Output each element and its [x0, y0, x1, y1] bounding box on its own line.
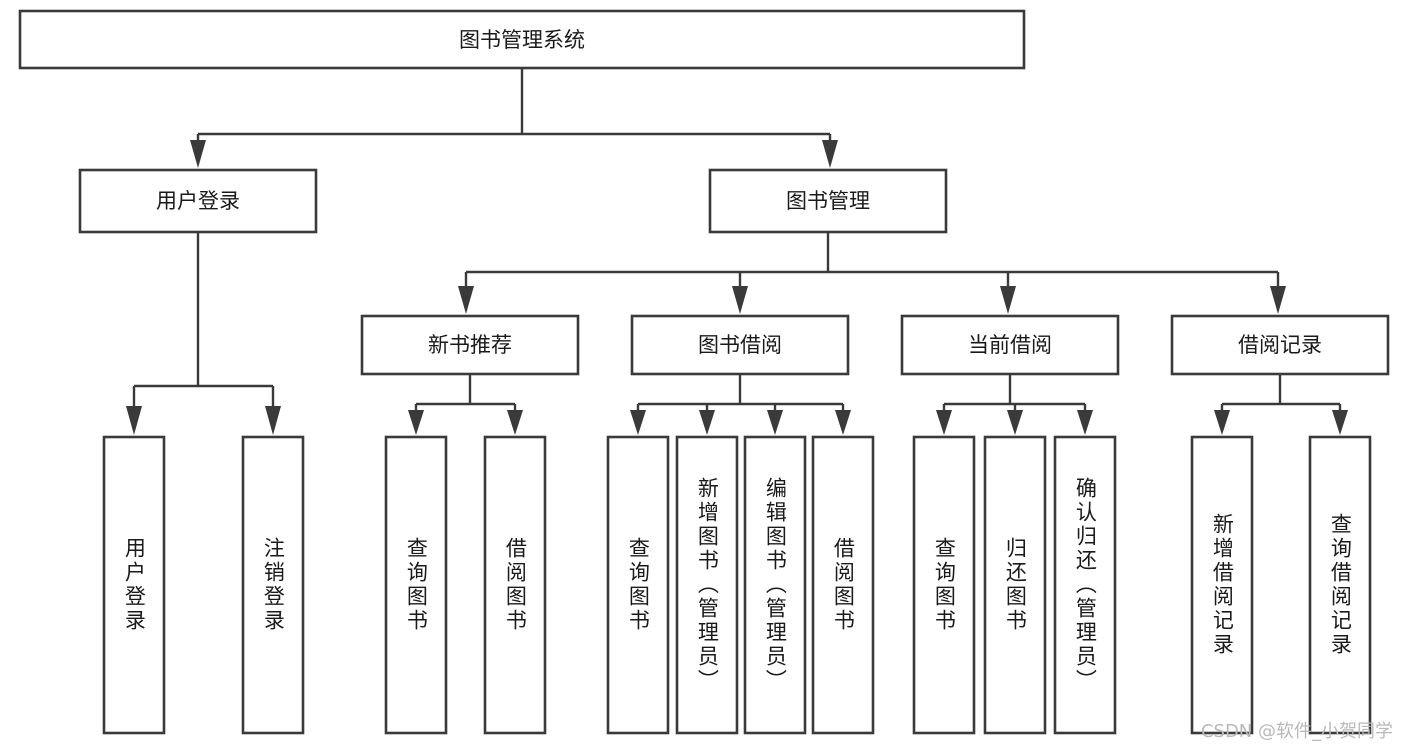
arrowhead-ul-to-leaf-logout-login — [265, 406, 281, 435]
node-root-label: 图书管理系统 — [459, 28, 585, 52]
arrowhead-bm-to-book-borrow — [732, 286, 748, 314]
node-book-borrow-label: 图书借阅 — [698, 333, 782, 357]
arrowhead-root-to-user-login — [190, 140, 206, 168]
connector-group-new-book-recommend — [408, 374, 523, 435]
arrowhead-br-to-query-record — [1332, 410, 1348, 435]
leaf-box-borrow-book-1[interactable] — [483, 435, 547, 735]
node-user-login[interactable]: 用户登录 — [78, 168, 318, 234]
leaf-box-add-book-admin[interactable] — [675, 435, 739, 735]
connector-group-borrow-record — [1214, 374, 1348, 435]
node-user-login-box[interactable] — [78, 168, 318, 234]
node-borrow-record-box[interactable] — [1170, 314, 1390, 376]
arrowhead-bb-to-add-book — [699, 410, 715, 435]
leaf-label-add-book-admin: 新增图书（管理员） — [695, 477, 720, 693]
leaf-box-group — [102, 435, 1372, 735]
node-root[interactable]: 图书管理系统 — [18, 9, 1026, 70]
leaf-box-borrow-book-2[interactable] — [811, 435, 875, 735]
node-user-login-label: 用户登录 — [156, 189, 240, 213]
leaf-label-edit-book-admin: 编辑图书（管理员） — [763, 477, 788, 693]
leaf-box-edit-book-admin[interactable] — [743, 435, 807, 735]
node-current-borrow-label: 当前借阅 — [968, 333, 1052, 357]
connector-group-user-login — [126, 232, 281, 435]
leaf-label-borrow-book-2: 借阅图书 — [831, 537, 856, 633]
leaf-label-return-book: 归还图书 — [1003, 537, 1028, 633]
node-book-borrow-box[interactable] — [630, 314, 850, 376]
node-new-book-recommend-box[interactable] — [360, 314, 580, 376]
leaf-label-confirm-return-admin: 确认归还（管理员） — [1073, 477, 1098, 693]
connector-group-book-manage — [458, 232, 1286, 314]
arrowhead-root-to-book-manage — [822, 140, 838, 168]
leaf-box-query-book-2[interactable] — [606, 435, 670, 735]
leaf-label-query-borrow-record: 查询借阅记录 — [1328, 513, 1353, 657]
arrowhead-bb-to-query-book — [630, 410, 646, 435]
node-book-borrow[interactable]: 图书借阅 — [630, 314, 850, 376]
leaf-box-query-borrow-record[interactable] — [1308, 435, 1372, 735]
arrowhead-bm-to-borrow-record — [1270, 286, 1286, 314]
node-book-manage-label: 图书管理 — [786, 189, 870, 213]
leaf-box-user-login[interactable] — [102, 435, 166, 735]
node-root-box[interactable] — [18, 9, 1026, 70]
leaf-label-query-book-3: 查询图书 — [932, 537, 957, 633]
leaf-label-query-book-1: 查询图书 — [404, 537, 429, 633]
node-current-borrow[interactable]: 当前借阅 — [900, 314, 1120, 376]
connector-group-root — [190, 68, 838, 168]
arrowhead-cb-to-query-book — [936, 410, 952, 435]
connector-group-book-borrow — [630, 374, 851, 435]
leaf-label-user-login: 用户登录 — [122, 537, 147, 633]
node-book-manage-box[interactable] — [708, 168, 948, 234]
node-borrow-record-label: 借阅记录 — [1238, 333, 1322, 357]
leaf-label-query-book-2: 查询图书 — [626, 537, 651, 633]
arrowhead-bb-to-edit-book — [767, 410, 783, 435]
node-new-book-recommend-label: 新书推荐 — [428, 333, 512, 357]
arrowhead-cb-to-return-book — [1007, 410, 1023, 435]
arrowhead-ul-to-leaf-user-login — [126, 406, 142, 435]
arrowhead-nbr-to-query-book — [408, 410, 424, 435]
leaf-label-add-borrow-record: 新增借阅记录 — [1210, 513, 1235, 657]
leaf-label-borrow-book-1: 借阅图书 — [503, 537, 528, 633]
leaf-box-add-borrow-record[interactable] — [1190, 435, 1254, 735]
arrowhead-bb-to-borrow-book — [835, 410, 851, 435]
node-book-manage[interactable]: 图书管理 — [708, 168, 948, 234]
arrowhead-bm-to-new-book-recommend — [458, 286, 474, 314]
node-borrow-record[interactable]: 借阅记录 — [1170, 314, 1390, 376]
arrowhead-cb-to-confirm-return — [1077, 410, 1093, 435]
arrowhead-bm-to-current-borrow — [1000, 286, 1016, 314]
leaf-box-query-book-3[interactable] — [912, 435, 976, 735]
node-new-book-recommend[interactable]: 新书推荐 — [360, 314, 580, 376]
leaf-box-return-book[interactable] — [983, 435, 1047, 735]
arrowhead-br-to-add-record — [1214, 410, 1230, 435]
node-current-borrow-box[interactable] — [900, 314, 1120, 376]
arrowhead-nbr-to-borrow-book — [507, 410, 523, 435]
connector-group-current-borrow — [936, 374, 1093, 435]
leaf-label-logout-login: 注销登录 — [261, 537, 286, 633]
leaf-box-query-book-1[interactable] — [384, 435, 448, 735]
leaf-box-confirm-return-admin[interactable] — [1053, 435, 1117, 735]
leaf-box-logout-login[interactable] — [241, 435, 305, 735]
